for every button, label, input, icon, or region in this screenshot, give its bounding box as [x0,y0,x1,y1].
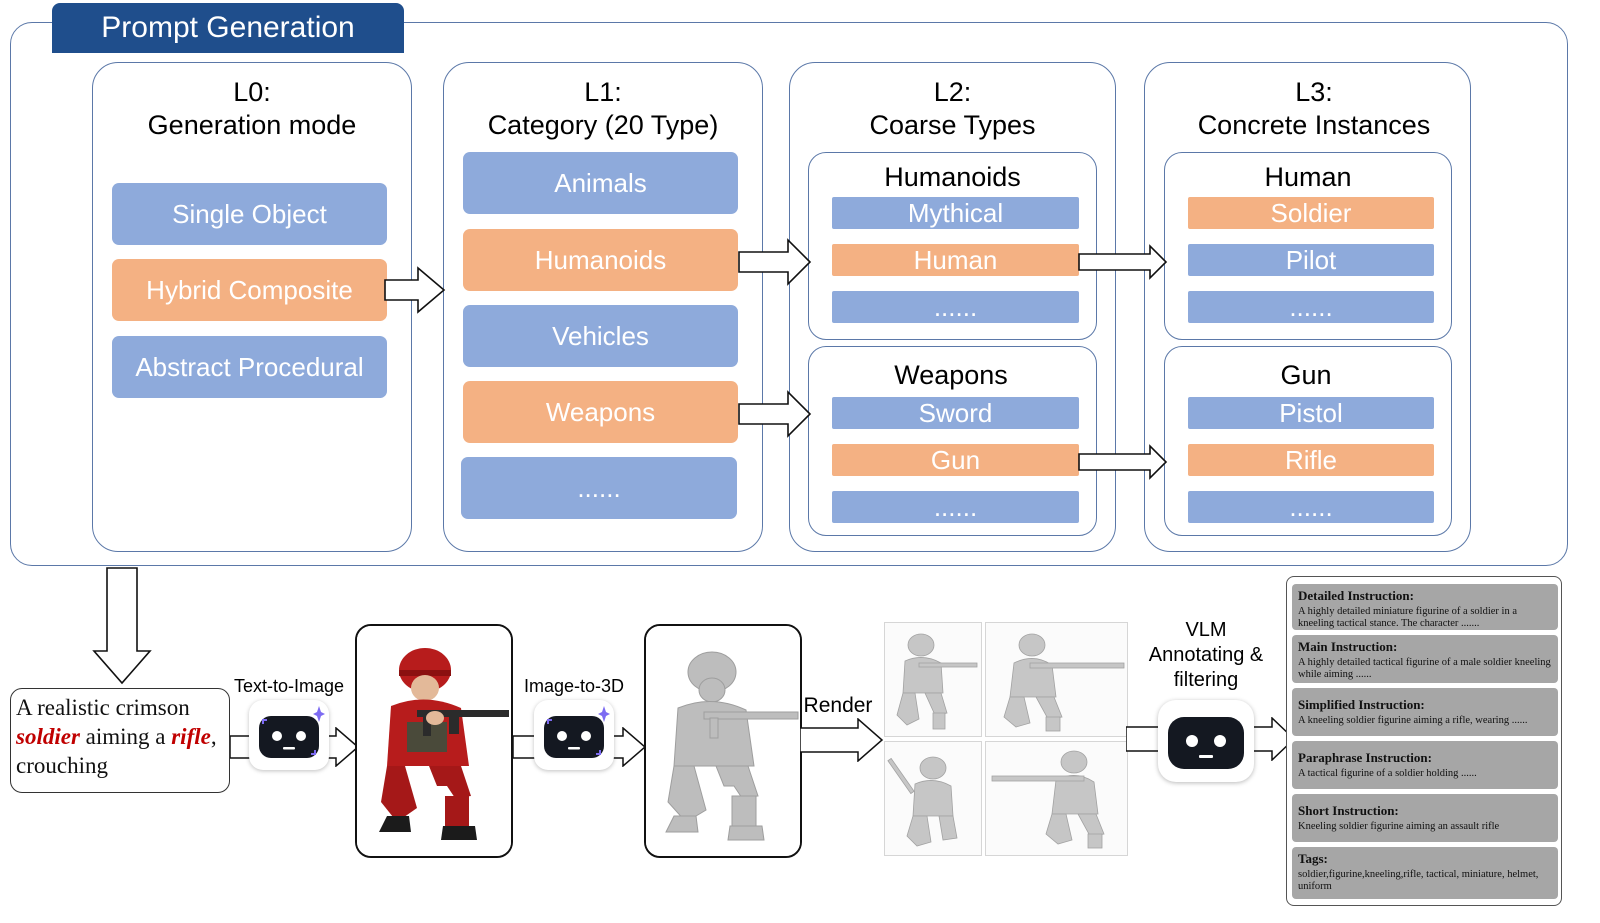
l3-item-gun-more: ...... [1188,491,1434,523]
l2-item-sword: Sword [832,397,1079,429]
l3-item-pilot: Pilot [1188,244,1434,276]
l2-name: Coarse Types [869,110,1036,140]
l2-item-gun: Gun [832,444,1079,476]
3d-model-frame [644,624,802,858]
prompt-keyword-soldier: soldier [16,724,80,749]
robot-icon [259,706,325,758]
arrow-l1-to-l2-humanoids [738,238,812,286]
l3-level: L3: [1295,77,1333,107]
l1-item-humanoids: Humanoids [463,229,738,291]
l3-item-human-more: ...... [1188,291,1434,323]
soldier-image [357,626,511,856]
instruction-main: Main Instruction: A highly detailed tact… [1292,635,1558,683]
instruction-heading: Simplified Instruction: [1298,697,1425,712]
l2-item-humanoids-more: ...... [832,291,1079,323]
vlm-label: VLM Annotating & filtering [1148,619,1264,691]
l1-level: L1: [584,77,622,107]
arrow-l0-to-l1 [384,266,446,314]
robot-icon [544,706,610,758]
l1-item-more: ...... [461,457,737,519]
l2-group-title-weapons: Weapons [894,360,1008,390]
image-to-3d-robot [534,700,614,770]
robot-icon [1168,717,1244,769]
instruction-heading: Tags: [1298,851,1328,866]
l0-item-hybrid-composite: Hybrid Composite [112,259,387,321]
render-view-4 [985,741,1128,856]
instruction-short: Short Instruction: Kneeling soldier figu… [1292,794,1558,842]
prompt-text-3: , crouching [16,724,217,778]
render-view-image [1003,633,1125,732]
l3-item-soldier: Soldier [1188,197,1434,229]
render-view-image [991,750,1105,849]
l3-item-pistol: Pistol [1188,397,1434,429]
l2-item-mythical: Mythical [832,197,1079,229]
instruction-text: soldier,figurine,kneeling,rifle, tactica… [1298,869,1539,892]
l0-name: Generation mode [147,110,357,140]
l0-level: L0: [233,77,271,107]
l3-name: Concrete Instances [1197,110,1431,140]
render-view-image [896,633,978,730]
arrow-l2-to-l3-human [1078,244,1168,280]
arrow-render [800,718,884,762]
l1-item-weapons: Weapons [463,381,738,443]
prompt-text-box: A realistic crimson soldier aiming a rif… [10,688,230,793]
arrow-down-to-prompt [92,567,152,685]
prompt-keyword-rifle: rifle [171,724,211,749]
l1-heading: L1: Category (20 Type) [443,76,763,142]
l3-heading: L3: Concrete Instances [1144,76,1484,142]
l2-item-human: Human [832,244,1079,276]
render-view-1 [884,622,982,737]
l2-item-weapons-more: ...... [832,491,1079,523]
arrow-l2-to-l3-gun [1078,444,1168,480]
section-title: Prompt Generation [52,3,404,53]
instruction-text: A tactical figurine of a soldier holding… [1298,768,1477,779]
instruction-heading: Short Instruction: [1298,803,1399,818]
text-to-image-robot [249,700,329,770]
render-view-2 [985,622,1128,737]
l2-group-title-humanoids: Humanoids [884,162,1021,192]
instruction-paraphrase: Paraphrase Instruction: A tactical figur… [1292,741,1558,789]
generated-image-frame [355,624,513,858]
vlm-robot [1158,700,1254,782]
render-view-3 [884,741,982,856]
prompt-generation-frame [10,22,1568,566]
instruction-text: A highly detailed tactical figurine of a… [1298,657,1551,680]
l1-item-animals: Animals [463,152,738,214]
l2-heading: L2: Coarse Types [789,76,1116,142]
3d-model-image [646,626,800,856]
l1-name: Category (20 Type) [487,110,719,140]
l0-heading: L0: Generation mode [92,76,412,142]
l0-item-single-object: Single Object [112,183,387,245]
prompt-text-1: A realistic crimson [16,695,190,720]
instruction-heading: Paraphrase Instruction: [1298,750,1432,765]
l3-group-title-gun: Gun [1280,360,1332,390]
render-label: Render [803,694,873,717]
l3-item-rifle: Rifle [1188,444,1434,476]
render-view-image [887,756,958,847]
l0-item-abstract-procedural: Abstract Procedural [112,336,387,398]
l1-item-vehicles: Vehicles [463,305,738,367]
l2-level: L2: [933,77,972,107]
instruction-heading: Main Instruction: [1298,639,1398,654]
l3-group-title-human: Human [1264,162,1352,192]
instruction-text: A kneeling soldier figurine aiming a rif… [1298,715,1528,726]
arrow-l1-to-l2-weapons [738,390,812,438]
instruction-simplified: Simplified Instruction: A kneeling soldi… [1292,688,1558,736]
instruction-text: A highly detailed miniature figurine of … [1298,606,1517,629]
instruction-text: Kneeling soldier figurine aiming an assa… [1298,821,1500,832]
instruction-tags: Tags: soldier,figurine,kneeling,rifle, t… [1292,847,1558,899]
instruction-detailed: Detailed Instruction: A highly detailed … [1292,584,1558,630]
text-to-image-label: Text-to-Image [233,676,345,696]
instruction-heading: Detailed Instruction: [1298,588,1414,603]
prompt-text-2: aiming a [79,724,172,749]
image-to-3d-label: Image-to-3D [523,676,625,696]
